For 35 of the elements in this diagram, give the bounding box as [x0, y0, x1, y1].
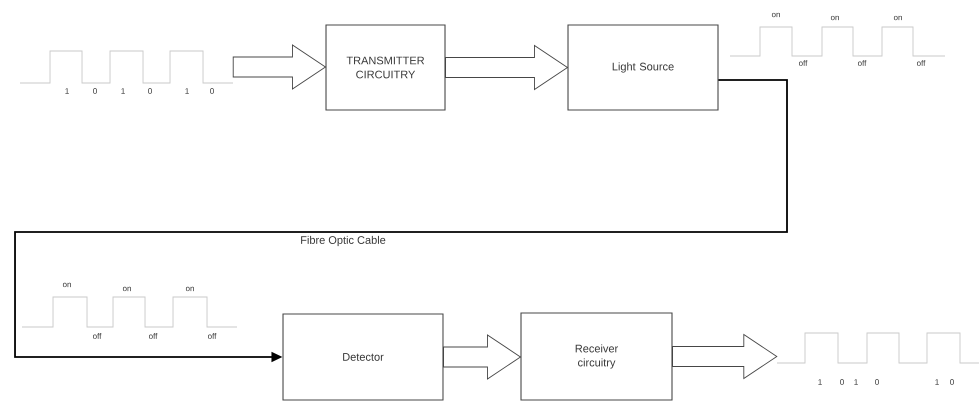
process-box: TRANSMITTER CIRCUITRY	[325, 24, 446, 111]
signal-label: off	[208, 333, 216, 339]
signal-label: on	[62, 282, 71, 288]
bit-label: 0	[93, 88, 97, 94]
waveform-drawing	[776, 332, 979, 364]
bit-label: 1	[818, 379, 822, 385]
signal-label: off	[858, 60, 866, 66]
block-arrow	[443, 334, 522, 380]
signal-label: on	[122, 286, 131, 292]
process-box: Detector	[282, 313, 444, 401]
bit-label: 1	[65, 88, 69, 94]
bit-label: 1	[121, 88, 125, 94]
bit-label: 1	[935, 379, 939, 385]
bit-label: 0	[950, 379, 954, 385]
bit-label: 0	[210, 88, 214, 94]
signal-label: off	[92, 333, 102, 339]
block-arrow	[232, 44, 326, 90]
waveform-drawing	[20, 50, 234, 84]
process-box: Light Source	[567, 24, 719, 111]
signal-label: off	[798, 60, 808, 66]
block-arrow	[445, 44, 568, 90]
signal-label: on	[894, 16, 902, 20]
bit-label: 0	[875, 379, 879, 385]
signal-label: off	[148, 333, 158, 339]
process-box: Receiver circuitry	[520, 312, 673, 401]
bit-label: 1	[185, 88, 189, 94]
bit-label: 0	[148, 88, 152, 94]
block-arrow	[672, 334, 778, 380]
bit-label: 0	[840, 379, 844, 385]
signal-label: on	[830, 16, 839, 20]
signal-label: on	[186, 286, 194, 292]
edge-label: Fibre Optic Cable	[301, 236, 386, 246]
bit-label: 1	[854, 379, 858, 385]
signal-label: on	[772, 12, 780, 18]
signal-label: off	[916, 60, 926, 66]
